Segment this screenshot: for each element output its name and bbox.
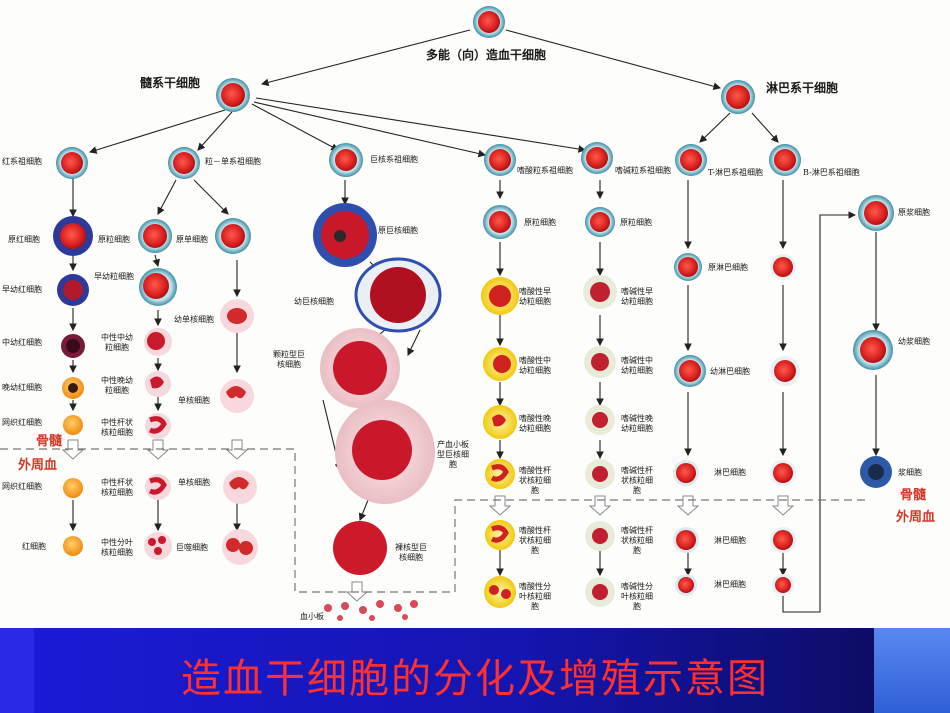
- zone-marrow-left: 骨髓: [36, 434, 63, 449]
- label-ery-progenitor: 红系祖细胞: [2, 157, 42, 166]
- label-lymph-2: 幼淋巴细胞: [710, 367, 750, 376]
- label-ery-3: 中幼红细胞: [2, 338, 42, 347]
- zone-blood-right: 外周血: [896, 510, 936, 525]
- label-lymph-1: 原淋巴细胞: [708, 263, 748, 272]
- label-root: 多能（向）造血干细胞: [426, 48, 547, 62]
- label-mono-3: 单核细胞: [178, 396, 210, 405]
- cell-lineage-svg: [0, 6, 894, 621]
- neutrophil-cells: [138, 219, 177, 560]
- label-plasma-1: 原浆细胞: [898, 208, 930, 217]
- label-ery-1: 原红细胞: [8, 235, 40, 244]
- label-neut-1: 原粒细胞: [98, 235, 130, 244]
- differentiation-diagram: 多能（向）造血干细胞 髓系干细胞 淋巴系干细胞 红系祖细胞 粒－单系祖细胞 巨核…: [0, 6, 936, 621]
- label-lymph-blood-2: 淋巴细胞: [714, 580, 746, 589]
- label-mega-4: 产血小板型巨核细胞: [437, 440, 469, 469]
- zone-marrow-right: 骨髓: [900, 488, 927, 503]
- label-plasma-3: 浆细胞: [898, 468, 922, 477]
- label-mono-2: 幼单核细胞: [174, 315, 214, 324]
- label-mega-progenitor: 巨核系祖细胞: [370, 155, 418, 164]
- label-t-progenitor: T-淋巴系祖细胞: [708, 168, 764, 177]
- label-mega-1: 原巨核细胞: [378, 226, 418, 235]
- erythroid-cells: [53, 216, 93, 556]
- gm-progenitor-cell: [168, 147, 200, 179]
- label-baso-1: 原粒细胞: [620, 218, 652, 227]
- monocyte-cells: [215, 218, 258, 565]
- label-ery-5: 网织红细胞: [2, 418, 42, 427]
- label-lymphoid-stem: 淋巴系干细胞: [766, 81, 839, 95]
- t-progenitor-cell: [675, 144, 707, 176]
- footer-banner: 造血干细胞的分化及增殖示意图: [0, 628, 950, 713]
- marrow-blood-boundary: [0, 448, 870, 593]
- label-neut-3: 中性中幼粒细胞: [101, 333, 133, 352]
- label-baso-4: 嗜碱性晚幼粒细胞: [621, 414, 653, 433]
- t-lymph-cells: [673, 253, 706, 596]
- slide-title: 造血干细胞的分化及增殖示意图: [181, 656, 769, 702]
- label-ery-blood-2: 红细胞: [22, 542, 46, 551]
- label-mega-5: 裸核型巨核细胞: [395, 543, 427, 562]
- label-eos-progenitor: 嗜酸粒系祖细胞: [517, 166, 573, 175]
- label-baso-blood-1: 嗜碱性杆状核粒细胞: [621, 526, 653, 555]
- blast-cells: [56, 6, 801, 179]
- label-ery-blood-1: 网织红细胞: [2, 482, 42, 491]
- label-eos-4: 嗜酸性晚幼粒细胞: [519, 414, 551, 433]
- lymphoid-stem-cell: [721, 80, 755, 114]
- label-baso-progenitor: 嗜碱粒系祖细胞: [615, 166, 671, 175]
- eosinophil-cells: [481, 205, 519, 608]
- root-stem-cell: [473, 6, 505, 38]
- erythroid-progenitor-cell: [56, 147, 88, 179]
- label-neut-4: 中性晚幼粒细胞: [101, 376, 133, 395]
- label-ery-2: 早幼红细胞: [2, 285, 42, 294]
- label-platelet: 血小板: [300, 612, 324, 621]
- label-neut-5: 中性杆状核粒细胞: [101, 418, 133, 437]
- label-baso-2: 嗜碱性早幼粒细胞: [621, 287, 653, 306]
- label-mega-3: 颗粒型巨核细胞: [273, 350, 305, 369]
- label-eos-1: 原粒细胞: [524, 218, 556, 227]
- label-gm-progenitor: 粒－单系祖细胞: [205, 157, 261, 166]
- label-myeloid-stem: 髓系干细胞: [140, 76, 201, 90]
- label-baso-blood-2: 嗜碱性分叶核粒细胞: [621, 582, 653, 611]
- zone-blood-left: 外周血: [18, 458, 58, 473]
- label-neut-blood-2: 中性分叶核粒细胞: [101, 538, 133, 557]
- label-eos-3: 嗜酸性中幼粒细胞: [519, 356, 551, 375]
- b-progenitor-cell: [769, 144, 801, 176]
- label-lymph-3: 淋巴细胞: [714, 468, 746, 477]
- label-baso-5: 嗜碱性杆状核粒细胞: [621, 466, 653, 495]
- baso-progenitor-cell: [581, 142, 613, 174]
- label-neut-blood-1: 中性杆状核粒细胞: [101, 478, 133, 497]
- lineage-arrows: [69, 29, 880, 577]
- label-eos-blood-2: 嗜酸性分叶核粒细胞: [519, 582, 551, 611]
- eos-progenitor-cell: [484, 144, 516, 176]
- label-ery-4: 晚幼红细胞: [2, 383, 42, 392]
- label-mono-1: 原单细胞: [176, 235, 208, 244]
- basophil-cells: [583, 207, 617, 607]
- footer-left-edge: [0, 628, 34, 713]
- label-mega-2: 幼巨核细胞: [294, 297, 334, 306]
- footer-right-block: [874, 628, 950, 713]
- label-eos-5: 嗜酸性杆状核粒细胞: [519, 466, 551, 495]
- b-lymph-cells: [770, 254, 800, 596]
- myeloid-stem-cell: [216, 78, 250, 112]
- label-b-progenitor: B-淋巴系祖细胞: [803, 168, 860, 177]
- label-mono-blood-2: 巨噬细胞: [176, 543, 208, 552]
- label-eos-blood-1: 嗜酸性杆状核粒细胞: [519, 526, 551, 555]
- label-baso-3: 嗜碱性中幼粒细胞: [621, 356, 653, 375]
- label-eos-2: 嗜酸性早幼粒细胞: [519, 287, 551, 306]
- label-mono-blood-1: 单核细胞: [178, 478, 210, 487]
- megakaryocyte-cells: [313, 203, 442, 621]
- label-lymph-blood-1: 淋巴细胞: [714, 536, 746, 545]
- mega-progenitor-cell: [329, 143, 363, 177]
- plasma-cells: [853, 195, 894, 488]
- label-neut-2: 早幼粒细胞: [94, 272, 134, 281]
- b-to-plasma-arrow: [782, 211, 857, 613]
- label-plasma-2: 幼浆细胞: [898, 337, 930, 346]
